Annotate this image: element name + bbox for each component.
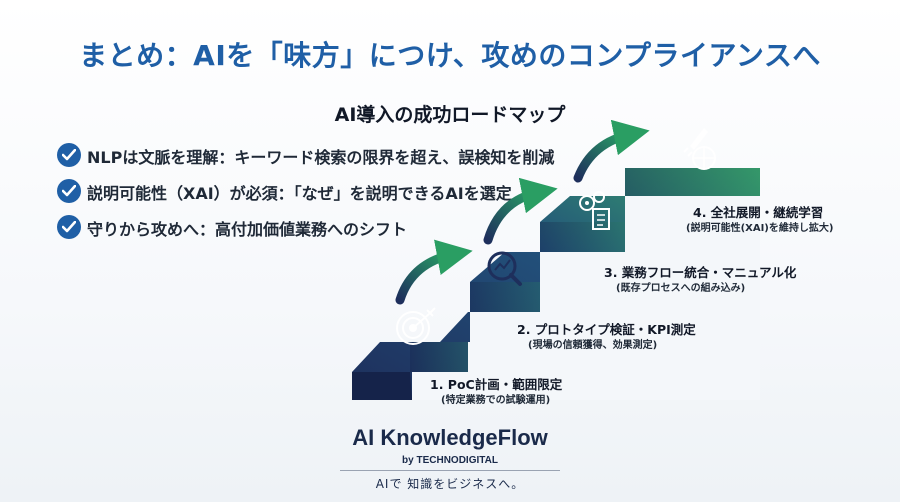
stage-1-label: 1. PoC計画・範囲限定 — [430, 377, 563, 392]
target-icon — [396, 307, 436, 345]
stair-white-top — [625, 196, 760, 222]
rocket-globe-icon — [683, 128, 716, 170]
bullet-item: 守りから攻めへ：高付加価値業務へのシフト — [57, 214, 577, 250]
bullet-text: 守りから攻めへ：高付加価値業務へのシフト — [87, 220, 408, 239]
slide-title: まとめ：AIを「味方」につけ、攻めのコンプライアンスへ — [79, 39, 821, 72]
stair-step-3 — [470, 282, 540, 312]
check-circle-icon — [57, 179, 81, 203]
growth-arrow-3 — [573, 119, 650, 183]
stage-4-sub: (説明可能性(XAI)を維持し拡大) — [686, 223, 834, 234]
brand-divider — [340, 470, 560, 471]
stair-step-1 — [352, 372, 412, 400]
bullet-item: NLPは文脈を理解：キーワード検索の限界を超え、誤検知を削減 — [57, 142, 577, 178]
bullet-text: 説明可能性（XAI）が必須：「なぜ」を説明できるAIを選定 — [87, 184, 512, 203]
bullet-item: 説明可能性（XAI）が必須：「なぜ」を説明できるAIを選定 — [57, 178, 577, 214]
stair-step-top — [625, 168, 760, 196]
roadmap-title: AI導入の成功ロードマップ — [334, 104, 566, 126]
stair-white-upper — [540, 222, 760, 282]
stair-step-4 — [540, 222, 625, 252]
growth-arrow-2 — [483, 177, 558, 245]
gears-document-icon — [579, 191, 610, 230]
brand-tagline: AIで 知識をビジネスへ。 — [375, 477, 525, 491]
bullet-list: NLPは文脈を理解：キーワード検索の限界を超え、誤検知を削減 説明可能性（XAI… — [57, 142, 577, 250]
bullet-text: NLPは文脈を理解：キーワード検索の限界を超え、誤検知を削減 — [87, 148, 555, 167]
check-circle-icon — [57, 143, 81, 167]
stair-step-2 — [410, 342, 470, 372]
check-circle-icon — [57, 215, 81, 239]
stage-2-sub: (現場の信頼獲得、効果測定) — [528, 340, 658, 351]
stage-2-label: 2. プロトタイプ検証・KPI測定 — [517, 322, 696, 337]
brand-byline: by TECHNODIGITAL — [402, 455, 498, 466]
growth-arrow-1 — [395, 239, 473, 305]
magnifier-chart-icon — [487, 251, 522, 286]
stage-3-label: 3. 業務フロー統合・マニュアル化 — [604, 265, 797, 280]
brand-logo: AI KnowledgeFlow — [352, 425, 548, 450]
stage-1-sub: (特定業務での試験運用) — [441, 395, 551, 406]
stage-3-sub: (既存プロセスへの組み込み) — [616, 283, 746, 294]
stage-4-label: 4. 全社展開・継続学習 — [693, 205, 824, 220]
stair-white-mid — [470, 282, 760, 342]
stair-white-lower-right — [412, 342, 760, 400]
